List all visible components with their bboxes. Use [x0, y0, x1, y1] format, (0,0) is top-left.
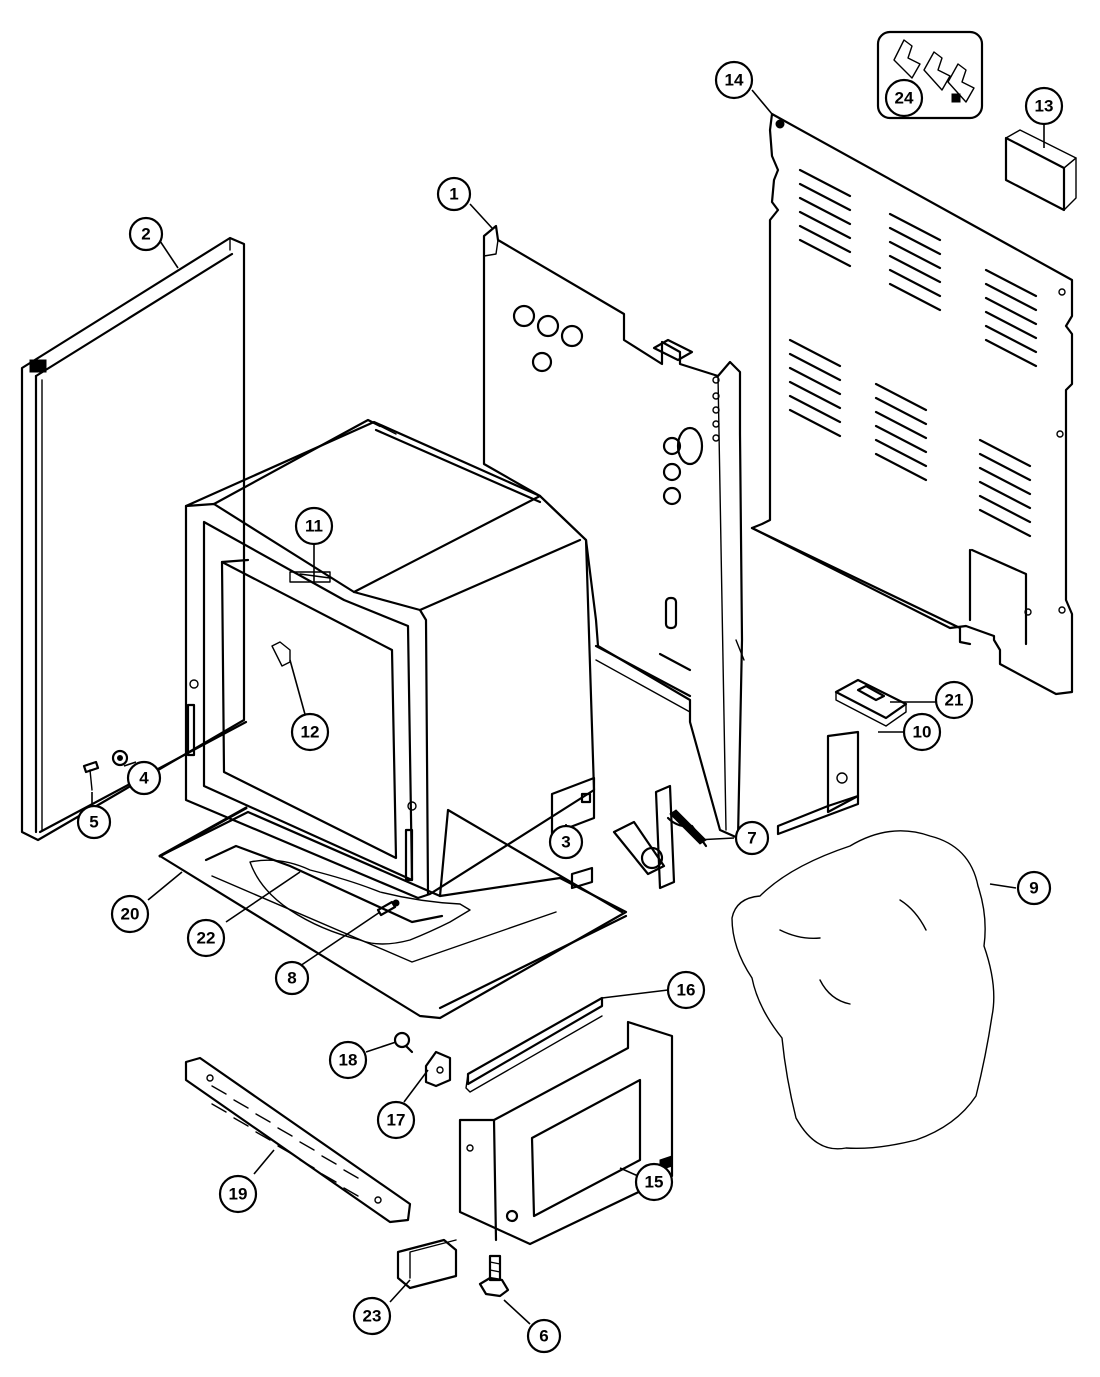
part-4-clip	[111, 749, 129, 767]
part-19-vent-panel	[184, 1056, 412, 1224]
svg-text:7: 7	[747, 829, 756, 848]
part-2-door-frame	[20, 236, 246, 842]
callout-18: 18	[328, 1040, 368, 1080]
part-17-block	[424, 1050, 452, 1088]
part-1-side-panel	[482, 224, 745, 840]
callout-20: 20	[110, 894, 150, 934]
svg-text:8: 8	[287, 969, 296, 988]
part-6-leveling-leg	[478, 1254, 510, 1298]
callout-16: 16	[666, 970, 706, 1010]
svg-text:2: 2	[141, 225, 150, 244]
part-22-insulation	[249, 859, 471, 945]
callout-24: 24	[884, 78, 924, 118]
callout-3: 3	[548, 824, 584, 860]
svg-text:11: 11	[305, 517, 323, 536]
callout-9: 9	[1016, 870, 1052, 906]
svg-text:18: 18	[339, 1051, 358, 1070]
callout-1: 1	[436, 176, 472, 212]
svg-text:22: 22	[197, 929, 216, 948]
svg-text:12: 12	[301, 723, 320, 742]
svg-text:4: 4	[139, 769, 149, 788]
callout-6: 6	[526, 1318, 562, 1354]
callout-13: 13	[1024, 86, 1064, 126]
vent-slots	[788, 168, 1038, 538]
part-10-angle-bracket	[776, 730, 860, 836]
part-9-insulation-blanket	[731, 830, 995, 1150]
svg-text:16: 16	[677, 981, 696, 1000]
part-15-drawer-support	[458, 1020, 674, 1246]
callout-21: 21	[934, 680, 974, 720]
svg-text:6: 6	[539, 1327, 548, 1346]
svg-text:5: 5	[89, 813, 98, 832]
part-23-cover	[396, 1238, 458, 1290]
part-13-bracket	[1004, 129, 1077, 212]
part-7-hinge	[612, 784, 708, 890]
part-21-clip	[834, 678, 908, 727]
part-5-screw	[82, 760, 100, 791]
part-18-screw	[393, 1031, 414, 1054]
callout-5: 5	[76, 804, 112, 840]
callout-22: 22	[186, 918, 226, 958]
svg-text:21: 21	[945, 691, 964, 710]
oven-cavity	[184, 418, 596, 900]
part-16-rail	[465, 996, 604, 1093]
svg-text:15: 15	[645, 1173, 664, 1192]
svg-text:19: 19	[229, 1185, 248, 1204]
svg-text:23: 23	[363, 1307, 382, 1326]
callout-11: 11	[294, 506, 334, 546]
callout-23: 23	[352, 1296, 392, 1336]
callout-15: 15	[634, 1162, 674, 1202]
callout-4: 4	[126, 760, 162, 796]
svg-text:14: 14	[725, 71, 744, 90]
callout-10: 10	[902, 712, 942, 752]
part-24-kit-box	[876, 30, 984, 120]
callout-7: 7	[734, 820, 770, 856]
callout-17: 17	[376, 1100, 416, 1140]
callout-19: 19	[218, 1174, 258, 1214]
svg-text:10: 10	[913, 723, 932, 742]
callout-12: 12	[290, 712, 330, 752]
svg-text:24: 24	[895, 89, 914, 108]
leader-lines	[91, 89, 1045, 1325]
callout-2: 2	[128, 216, 164, 252]
svg-text:9: 9	[1029, 879, 1038, 898]
callout-14: 14	[714, 60, 754, 100]
callout-8: 8	[274, 960, 310, 996]
part-3-bracket	[550, 776, 596, 836]
svg-text:13: 13	[1035, 97, 1054, 116]
part-14-back-panel	[750, 112, 1074, 696]
part-20-bottom-pan	[158, 806, 628, 1020]
svg-text:3: 3	[561, 833, 570, 852]
svg-text:20: 20	[121, 905, 140, 924]
svg-text:1: 1	[449, 185, 458, 204]
svg-text:17: 17	[387, 1111, 406, 1130]
part-8-screw	[376, 899, 400, 917]
